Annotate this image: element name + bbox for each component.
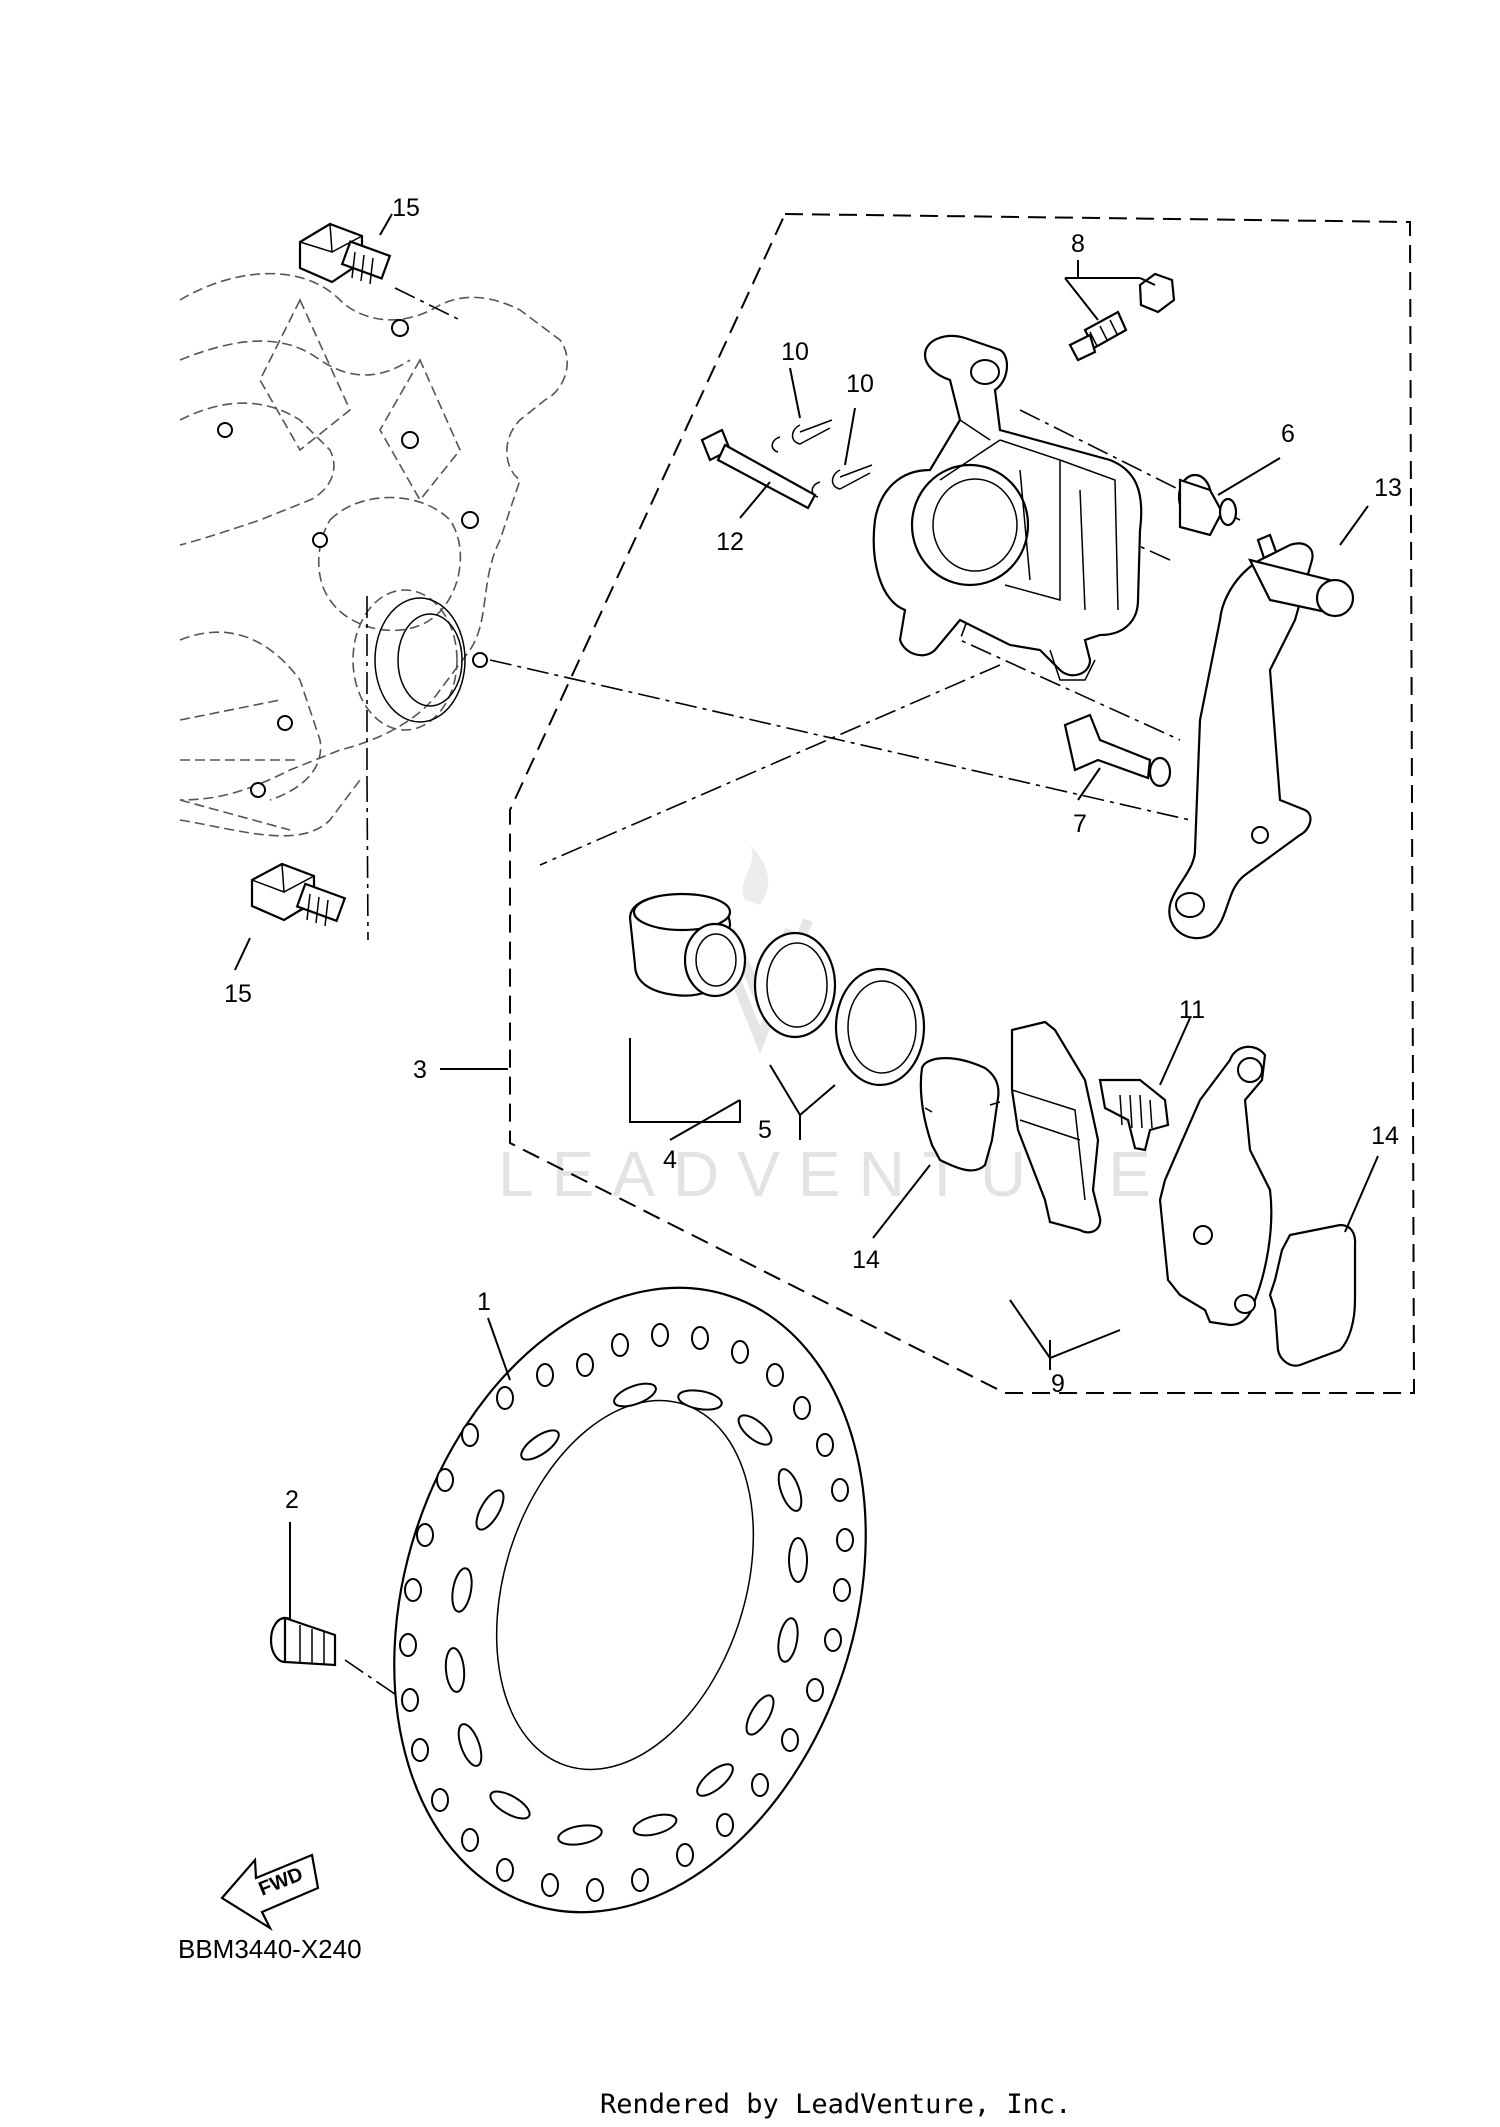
callout-4: 4 xyxy=(663,1146,677,1174)
boot-6 xyxy=(1177,473,1238,537)
callout-15-upper: 15 xyxy=(392,194,420,222)
piston-seals-5 xyxy=(753,931,926,1087)
caliper-assembly-boundary xyxy=(509,212,1416,1394)
caliper-body xyxy=(872,334,1143,681)
callout-15-lower: 15 xyxy=(224,980,252,1008)
pad-pin-12 xyxy=(700,428,817,510)
callout-13: 13 xyxy=(1374,474,1402,502)
slide-pin-7 xyxy=(1063,713,1172,788)
callout-14-right: 14 xyxy=(1371,1122,1399,1150)
bleed-screw-8 xyxy=(1068,272,1176,362)
bolt-15-upper xyxy=(298,222,392,285)
callout-12: 12 xyxy=(716,528,744,556)
cotter-pin-10b xyxy=(811,464,873,498)
bolt-15-lower xyxy=(250,862,347,927)
disc-slots xyxy=(444,1382,808,1846)
callout-10b: 10 xyxy=(846,370,874,398)
pad-shim-14-left xyxy=(919,1057,1001,1172)
cotter-pin-10a xyxy=(771,419,833,453)
fwd-arrow-icon: FWD xyxy=(220,1853,320,1932)
callout-labels: 15 8 10 10 6 13 12 7 15 3 11 5 4 14 14 9… xyxy=(224,194,1402,1514)
callout-9: 9 xyxy=(1051,1370,1065,1398)
callout-2: 2 xyxy=(285,1486,299,1514)
pad-shim-14-right xyxy=(1268,1223,1357,1367)
callout-11: 11 xyxy=(1179,996,1205,1024)
callout-leaders xyxy=(234,213,1379,1620)
diagram-code: BBM3440-X240 xyxy=(178,1934,362,1964)
callout-10a: 10 xyxy=(781,338,809,366)
disc-bolt-2 xyxy=(269,1616,337,1667)
render-credit: Rendered by LeadVenture, Inc. xyxy=(600,2089,1071,2120)
callout-5: 5 xyxy=(758,1116,772,1144)
caliper-bracket-13 xyxy=(1168,533,1355,940)
brake-pad-9-left xyxy=(1010,1020,1102,1234)
piston-4 xyxy=(628,892,747,998)
disc-holes xyxy=(399,1323,854,1902)
callout-14-left: 14 xyxy=(852,1246,880,1274)
callout-3: 3 xyxy=(413,1056,427,1084)
brake-pad-9-right xyxy=(1158,1045,1273,1327)
callout-7: 7 xyxy=(1073,810,1087,838)
callout-6: 6 xyxy=(1281,420,1295,448)
brake-disc-1 xyxy=(393,1286,867,1914)
swingarm-frame-phantom xyxy=(179,272,569,837)
callout-8: 8 xyxy=(1071,230,1085,258)
callout-1: 1 xyxy=(477,1288,491,1316)
pad-spring-11 xyxy=(1098,1078,1170,1152)
